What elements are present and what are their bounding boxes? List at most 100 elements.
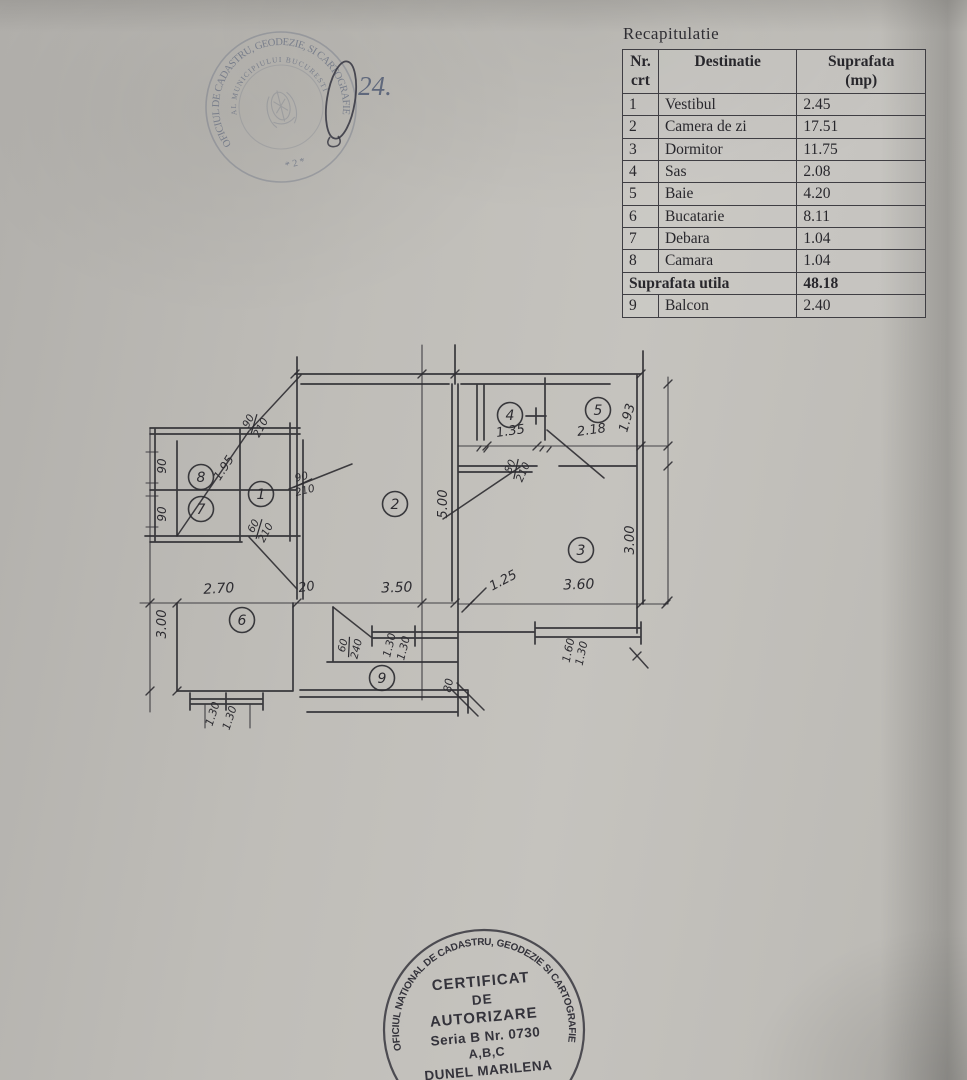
dimension-label: 90 [155, 506, 169, 522]
svg-text:4: 4 [506, 408, 515, 424]
dimension-label: 3.50 [381, 579, 413, 596]
stamp-center-text: CERTIFICAT DE AUTORIZARE Seria B Nr. 073… [424, 969, 553, 1080]
cell-suprafata: 11.75 [796, 137, 926, 161]
cell-suprafata: 1.04 [796, 249, 926, 273]
dimension-label: 3.00 [623, 526, 638, 555]
svg-text:90: 90 [294, 470, 310, 485]
plan-walls [144, 344, 644, 717]
room-number-7: 7 [187, 495, 215, 523]
room-number-5: 5 [584, 396, 612, 424]
dimension-label: 2.70 [203, 580, 235, 598]
room-number-2: 2 [381, 490, 409, 518]
dimension-label: 20 [297, 579, 315, 596]
cell-nr: 5 [622, 182, 659, 206]
room-number-8: 8 [187, 463, 215, 491]
stamp-number-text: * 2 * [284, 156, 306, 172]
dimension-label: 1.95 [210, 453, 236, 483]
cell-destinatie: Balcon [657, 294, 798, 318]
svg-text:80: 80 [502, 458, 519, 475]
header-nr-crt: Nr. crt [622, 49, 659, 94]
dimension-label: 1.30 [220, 704, 240, 731]
dimension-label: 3.00 [155, 610, 170, 639]
cell-suprafata: 1.04 [796, 226, 926, 251]
svg-text:1.60: 1.60 [560, 637, 578, 664]
cell-nr: 2 [622, 115, 659, 139]
handwritten-mark: 24. [324, 60, 392, 148]
room-number-1: 1 [247, 480, 275, 508]
svg-text:1.25: 1.25 [487, 567, 520, 594]
svg-text:5: 5 [594, 403, 603, 419]
dimension-label: 1.35 [495, 422, 526, 441]
svg-text:1.30: 1.30 [394, 635, 413, 662]
room-number-6: 6 [228, 606, 256, 634]
cell-nr: 9 [622, 294, 659, 318]
svg-text:210: 210 [294, 482, 317, 499]
cell-suprafata: 2.45 [796, 92, 926, 117]
svg-text:1.30: 1.30 [220, 704, 240, 731]
cell-destinatie: Camara [657, 249, 798, 273]
svg-text:7: 7 [197, 502, 206, 518]
dimension-label: 90 [155, 458, 169, 474]
svg-text:9: 9 [378, 671, 387, 687]
svg-text:3.00: 3.00 [623, 526, 638, 555]
dimension-label: 1.60 [560, 637, 578, 664]
cell-nr: 3 [622, 137, 659, 161]
total-label: Suprafata utila [621, 271, 798, 296]
room-number-3: 3 [567, 536, 595, 564]
cell-suprafata: 2.08 [796, 159, 926, 184]
cell-suprafata: 8.11 [796, 204, 926, 229]
total-value: 48.18 [796, 271, 926, 296]
stamp-inner-ring [238, 64, 324, 150]
stamp-outer-ring [205, 31, 357, 183]
dimension-label: 1.93 [616, 402, 638, 434]
handwritten-number: 24. [358, 71, 392, 101]
stamp-outer-ring [382, 928, 586, 1080]
svg-text:3.00: 3.00 [155, 610, 170, 639]
svg-text:3.60: 3.60 [563, 576, 595, 593]
plan-dimension-lines [139, 344, 669, 729]
dimension-label: 2.18 [576, 421, 607, 440]
dimension-label: 1.30 [380, 632, 399, 659]
name-line: DUNEL MARILENA [424, 1057, 553, 1080]
svg-text:5.00: 5.00 [436, 490, 451, 519]
dimension-label: 80 [441, 677, 456, 693]
cell-nr: 4 [622, 159, 659, 184]
cell-destinatie: Baie [657, 182, 798, 206]
svg-text:1.30: 1.30 [380, 632, 399, 659]
dimension-label: 3.60 [563, 576, 595, 593]
svg-text:90: 90 [155, 506, 169, 522]
cell-destinatie: Debara [657, 226, 798, 251]
svg-text:6: 6 [238, 613, 247, 629]
table-title: Recapitulatie [623, 24, 720, 43]
svg-text:1.30: 1.30 [573, 640, 591, 667]
cell-nr: 7 [622, 226, 659, 251]
authorization-certificate-stamp: OFICIUL NATIONAL DE CADASTRU, GEODEZIE S… [382, 928, 586, 1080]
cell-destinatie: Camera de zi [657, 115, 798, 139]
header-destinatie: Destinatie [657, 49, 798, 94]
cell-nr: 6 [622, 204, 659, 229]
svg-text:2.18: 2.18 [576, 421, 607, 440]
cell-destinatie: Bucatarie [657, 204, 798, 229]
svg-text:1.95: 1.95 [210, 453, 236, 483]
cell-nr: 1 [622, 92, 659, 117]
certificat-line: CERTIFICAT [431, 969, 530, 994]
cell-suprafata: 4.20 [796, 182, 926, 206]
cell-suprafata: 2.40 [796, 294, 926, 318]
cell-nr: 8 [622, 249, 659, 273]
cell-suprafata: 17.51 [796, 115, 926, 139]
cell-destinatie: Dormitor [657, 137, 798, 161]
